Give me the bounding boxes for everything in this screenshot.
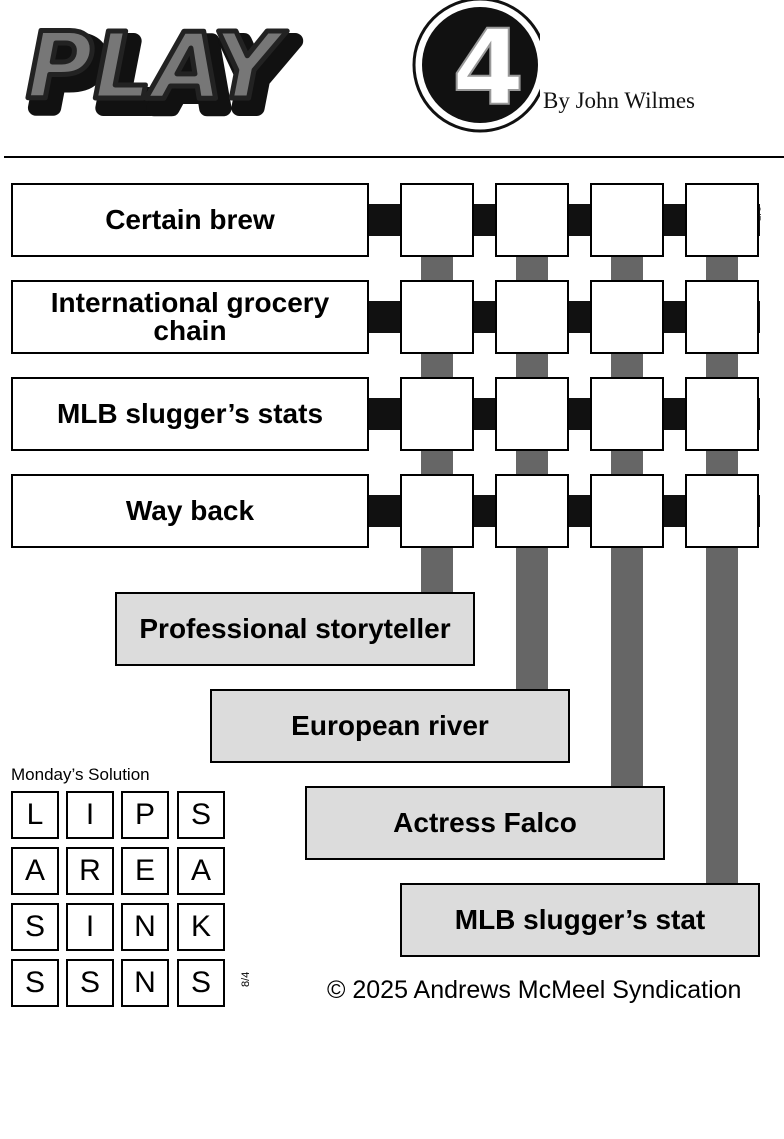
across-clue-1: Certain brew <box>11 183 369 257</box>
grid-cell-r3c3[interactable] <box>590 377 664 451</box>
down-clue-3: Actress Falco <box>305 786 665 860</box>
grid-cell-r4c3[interactable] <box>590 474 664 548</box>
grid-cell-r4c1[interactable] <box>400 474 474 548</box>
solution-cell-r4c3: N <box>121 959 169 1007</box>
logo-text-shadow: PLAY <box>34 23 296 130</box>
solution-cell-r1c1: L <box>11 791 59 839</box>
logo-number: 4 <box>452 7 524 129</box>
solution-cell-r2c4: A <box>177 847 225 895</box>
logo-text: PLAY <box>26 13 288 120</box>
solution-cell-r3c3: N <box>121 903 169 951</box>
solution-cell-r3c2: I <box>66 903 114 951</box>
grid-cell-r3c1[interactable] <box>400 377 474 451</box>
solution-cell-r1c2: I <box>66 791 114 839</box>
down-clue-1: Professional storyteller <box>115 592 475 666</box>
byline: By John Wilmes <box>543 88 695 113</box>
grid-cell-r1c4[interactable] <box>685 183 759 257</box>
play4-logo: PLAY PLAY 4 <box>24 0 540 138</box>
solution-cell-r3c4: K <box>177 903 225 951</box>
solution-cell-r4c1: S <box>11 959 59 1007</box>
grid-cell-r2c3[interactable] <box>590 280 664 354</box>
solution-cell-r4c4: S <box>177 959 225 1007</box>
header-divider <box>4 156 784 158</box>
across-clue-2: International grocery chain <box>11 280 369 354</box>
grid-cell-r3c2[interactable] <box>495 377 569 451</box>
solution-cell-r1c3: P <box>121 791 169 839</box>
solution-cell-r1c4: S <box>177 791 225 839</box>
grid-cell-r2c4[interactable] <box>685 280 759 354</box>
grid-cell-r2c2[interactable] <box>495 280 569 354</box>
grid-cell-r4c4[interactable] <box>685 474 759 548</box>
solution-cell-r2c1: A <box>11 847 59 895</box>
solution-cell-r3c1: S <box>11 903 59 951</box>
grid-cell-r4c2[interactable] <box>495 474 569 548</box>
solution-cell-r2c2: R <box>66 847 114 895</box>
down-clue-4: MLB slugger’s stat <box>400 883 760 957</box>
solution-cell-r4c2: S <box>66 959 114 1007</box>
copyright: © 2025 Andrews McMeel Syndication <box>327 976 742 1004</box>
grid-cell-r1c1[interactable] <box>400 183 474 257</box>
across-clue-4: Way back <box>11 474 369 548</box>
grid-cell-r1c2[interactable] <box>495 183 569 257</box>
down-clue-2: European river <box>210 689 570 763</box>
grid-cell-r2c1[interactable] <box>400 280 474 354</box>
solution-cell-r2c3: E <box>121 847 169 895</box>
solution-title: Monday’s Solution <box>11 765 150 784</box>
across-clue-3: MLB slugger’s stats <box>11 377 369 451</box>
grid-cell-r3c4[interactable] <box>685 377 759 451</box>
column-connector-4 <box>706 255 738 886</box>
solution-date-code: 8/4 <box>240 971 252 987</box>
grid-cell-r1c3[interactable] <box>590 183 664 257</box>
